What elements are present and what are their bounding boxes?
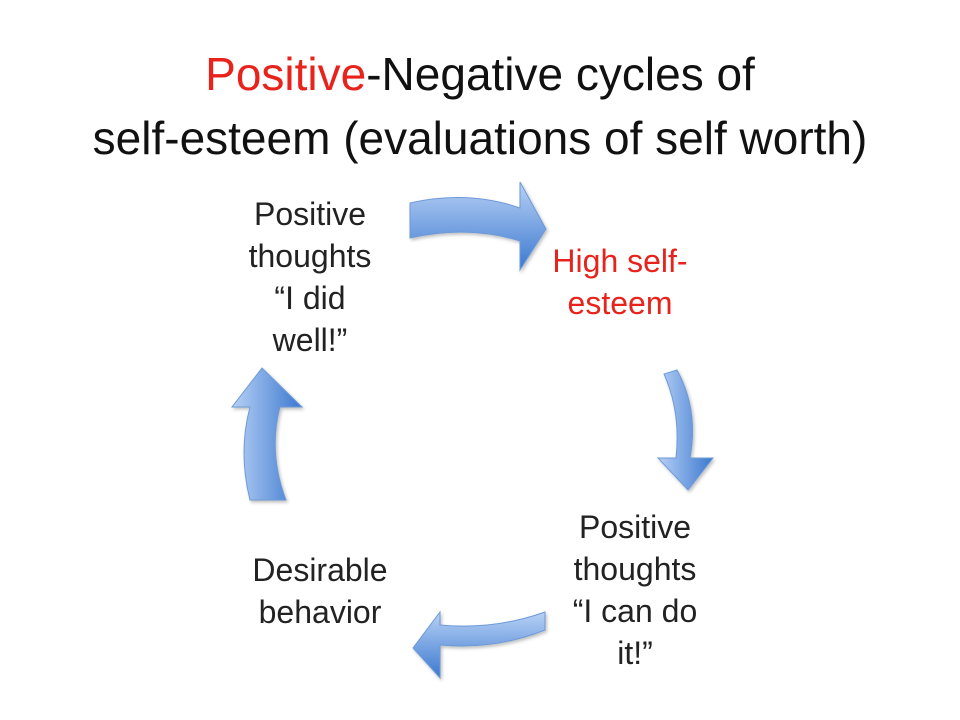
cycle-node-positive-thoughts-can-do: Positive thoughts “I can do it!” [545, 506, 725, 674]
cycle-node-high-self-esteem: High self- esteem [525, 240, 715, 324]
node-line: “I did [274, 280, 346, 316]
node-line: High self- [552, 243, 688, 279]
arrow-right [656, 369, 715, 491]
node-line: thoughts [248, 238, 372, 274]
arrow-bottom [412, 610, 546, 680]
title-highlight: Positive [205, 48, 367, 100]
cycle-node-desirable-behavior: Desirable behavior [225, 549, 415, 633]
arrow-top [409, 181, 547, 272]
curved-arrow-icon [412, 610, 546, 680]
curved-arrow-icon [409, 181, 547, 272]
node-line: well!” [272, 322, 348, 358]
node-line: it!” [617, 635, 653, 671]
title-line-2: self-esteem (evaluations of self worth) [92, 112, 868, 164]
slide-title: Positive-Negative cycles of self-esteem … [40, 42, 920, 170]
node-line: thoughts [573, 551, 697, 587]
title-line-1: Positive-Negative cycles of [40, 42, 920, 106]
node-line: behavior [258, 594, 382, 630]
curved-arrow-icon [230, 367, 304, 501]
cycle-node-positive-thoughts-did-well: Positive thoughts “I did well!” [220, 193, 400, 361]
node-line: Positive [578, 509, 692, 545]
title-rest: -Negative cycles of [366, 48, 755, 100]
node-line: Positive [253, 196, 367, 232]
node-line: esteem [567, 285, 673, 321]
node-line: “I can do [572, 593, 698, 629]
arrow-left [230, 367, 304, 501]
curved-arrow-icon [656, 369, 715, 491]
node-line: Desirable [252, 552, 388, 588]
